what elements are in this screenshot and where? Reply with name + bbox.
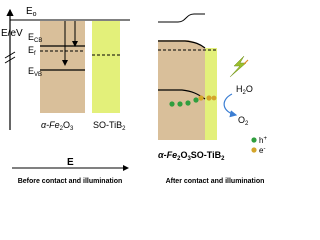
vacuum-level-label: Eo <box>26 6 37 18</box>
lightning-icon <box>229 55 249 78</box>
energy-axis-label: E/eV <box>1 28 23 39</box>
right-caption: After contact and illumination <box>166 178 265 185</box>
legend-electron-label: e- <box>259 146 265 155</box>
electron-particle <box>211 95 217 101</box>
cb-label: ECB <box>28 32 42 44</box>
axis-break-mark <box>4 51 16 59</box>
hole-particle <box>185 100 191 106</box>
x-axis-label: E <box>67 157 74 168</box>
legend-electron-swatch <box>251 147 257 153</box>
oxygen-label: O2 <box>238 115 249 127</box>
left-caption: Before contact and illumination <box>18 178 123 185</box>
electron-particle <box>206 95 212 101</box>
axis-break-mark <box>4 56 16 64</box>
bent-cb-level <box>158 40 206 49</box>
tib2-block-left <box>92 21 120 113</box>
tib2-block-right <box>205 48 217 140</box>
fermi-label: Ef <box>28 45 36 57</box>
hole-particle <box>193 97 199 103</box>
tib2-label: SO-TiB2 <box>93 120 126 132</box>
water-label: H2O <box>236 84 253 96</box>
bent-vacuum-level <box>158 13 205 23</box>
hole-particle <box>177 101 183 107</box>
hole-particle <box>169 101 175 107</box>
junction-label: α-Fe2O3SO-TiB2 <box>158 150 225 162</box>
fe2o3-label: α-Fe2O3 <box>41 120 74 132</box>
legend-hole-swatch <box>251 137 257 143</box>
band-diagram: Eo E/eV ECB Ef EVB α-Fe2O3 SO-TiB2 E Bef… <box>1 6 267 185</box>
fe2o3-block-left <box>40 21 85 113</box>
legend-hole-label: h+ <box>259 136 267 145</box>
electron-particle <box>198 95 204 101</box>
vb-label: EVB <box>28 66 42 78</box>
oxidation-arrow <box>223 93 238 118</box>
